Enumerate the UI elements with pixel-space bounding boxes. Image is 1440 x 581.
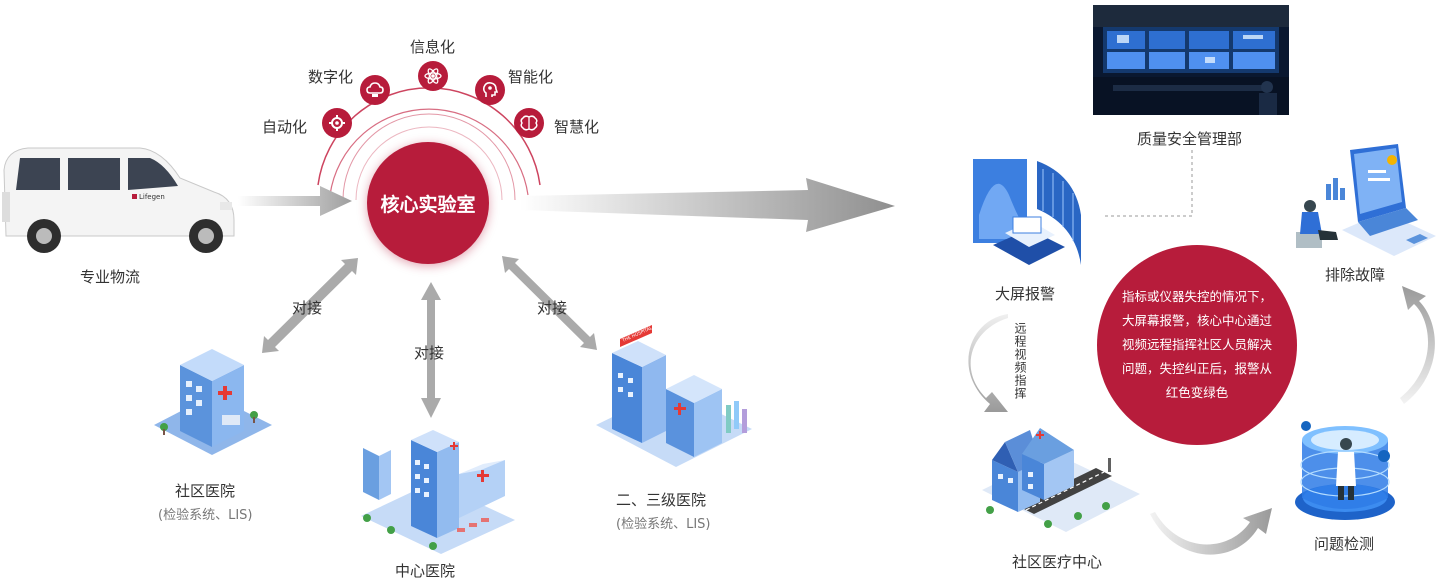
central-hospital-illustration [361, 430, 515, 554]
hospital-sign-text: THE HOSPITAL [620, 325, 653, 344]
gear-icon [322, 108, 352, 138]
quality-dept-label: 质量安全管理部 [1137, 130, 1243, 148]
connection-label-central: 对接 [414, 344, 445, 362]
link-arrow-community [262, 258, 358, 353]
logistics-van-illustration: Lifegen [2, 147, 235, 253]
feature-label-digital: 数字化 [308, 68, 354, 86]
ai-head-icon [475, 75, 505, 105]
brain-icon [514, 108, 544, 138]
van-brand-text: Lifegen [139, 193, 165, 201]
troubleshoot-illustration [1296, 144, 1436, 256]
community-hospital-systems: (检验系统、LIS) [158, 508, 253, 523]
arrow-core-to-right [520, 178, 895, 232]
feature-label-informatization: 信息化 [410, 38, 456, 56]
atom-icon [418, 61, 448, 91]
dashed-connector [1102, 150, 1193, 217]
central-hospital-name: 中心医院 [395, 562, 456, 580]
control-room-photo [1093, 5, 1289, 115]
core-lab-circle: 核心实验室 [367, 142, 489, 264]
community-center-illustration [982, 428, 1140, 532]
remote-guidance-label: 远程视频指挥 [1013, 322, 1027, 400]
problem-detection-label: 问题检测 [1314, 535, 1375, 553]
big-screen-alarm-label: 大屏报警 [995, 285, 1056, 303]
link-arrow-central [421, 282, 441, 418]
description-circle: 指标或仪器失控的情况下，大屏幕报警，核心中心通过视频远程指挥社区人员解决问题，失… [1097, 245, 1297, 445]
logistics-label: 专业物流 [80, 268, 141, 286]
tier-hospital-illustration: THE HOSPITAL [596, 325, 752, 467]
description-text: 指标或仪器失控的情况下，大屏幕报警，核心中心通过视频远程指挥社区人员解决问题，失… [1121, 289, 1272, 400]
cloud-data-icon [360, 75, 390, 105]
troubleshoot-label: 排除故障 [1325, 266, 1386, 284]
community-center-label: 社区医疗中心 [1012, 553, 1103, 571]
connection-label-community: 对接 [292, 299, 323, 317]
link-arrow-tier [502, 256, 597, 350]
tier-hospital-systems: (检验系统、LIS) [616, 517, 711, 532]
curve-arrow-center-to-detection [1150, 508, 1272, 555]
problem-detection-illustration [1295, 421, 1395, 520]
arrow-van-to-core [238, 186, 352, 216]
connection-label-tier: 对接 [537, 299, 568, 317]
curve-arrow-alarm-to-center [968, 314, 1008, 412]
tier-hospital-name: 二、三级医院 [616, 491, 707, 509]
feature-label-smart: 智慧化 [554, 118, 600, 136]
curve-arrow-detection-to-fix [1400, 286, 1435, 404]
feature-label-intelligent: 智能化 [508, 68, 554, 86]
big-screen-alarm-illustration [973, 159, 1081, 265]
community-hospital-illustration [154, 349, 272, 455]
community-hospital-name: 社区医院 [175, 482, 236, 500]
core-lab-label: 核心实验室 [380, 193, 476, 216]
feature-label-automation: 自动化 [262, 118, 308, 136]
